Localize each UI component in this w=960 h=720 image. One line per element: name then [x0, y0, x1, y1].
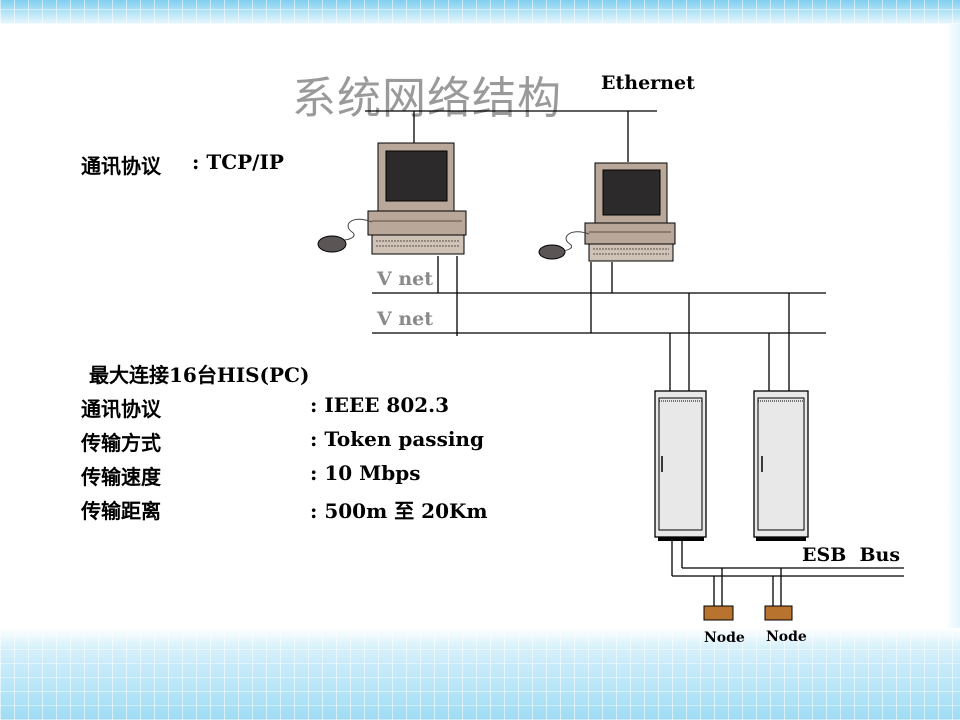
- slide-title: 系统网络结构: [292, 73, 562, 124]
- spec-label-protocol: 通讯协议: [81, 397, 161, 421]
- fcs-cabinet-1-icon: [654, 390, 707, 541]
- spec-label-method: 传输方式: [81, 431, 161, 455]
- ethernet-label: Ethernet: [601, 72, 695, 94]
- node-label-2: Node: [766, 629, 807, 645]
- spec-value-distance: : 500m 至 20Km: [310, 499, 488, 523]
- ethernet-protocol-value: : TCP/IP: [192, 150, 284, 174]
- vnet-label-1: V net: [377, 268, 434, 290]
- pc-workstation-1-icon: [317, 142, 467, 255]
- top-decorative-band: [0, 0, 960, 24]
- spec-value-protocol: : IEEE 802.3: [310, 393, 450, 417]
- node-1-icon: [703, 605, 734, 621]
- spec-label-speed: 传输速度: [81, 465, 161, 489]
- bottom-decorative-band: [0, 628, 960, 720]
- vnet-capacity-text: 最大连接16台HIS(PC): [89, 363, 310, 387]
- spec-value-method: : Token passing: [310, 427, 484, 451]
- fcs-cabinet-2-icon: [753, 390, 809, 541]
- right-edge-gradient: [946, 24, 960, 628]
- node-2-icon: [764, 605, 793, 621]
- node-label-1: Node: [704, 630, 745, 646]
- pc-workstation-2-icon: [538, 162, 676, 262]
- esb-bus-label: ESB Bus: [802, 544, 901, 566]
- spec-label-distance: 传输距离: [81, 499, 161, 523]
- spec-value-speed: : 10 Mbps: [310, 461, 421, 485]
- ethernet-protocol-label: 通讯协议: [81, 154, 161, 178]
- vnet-label-2: V net: [377, 308, 434, 330]
